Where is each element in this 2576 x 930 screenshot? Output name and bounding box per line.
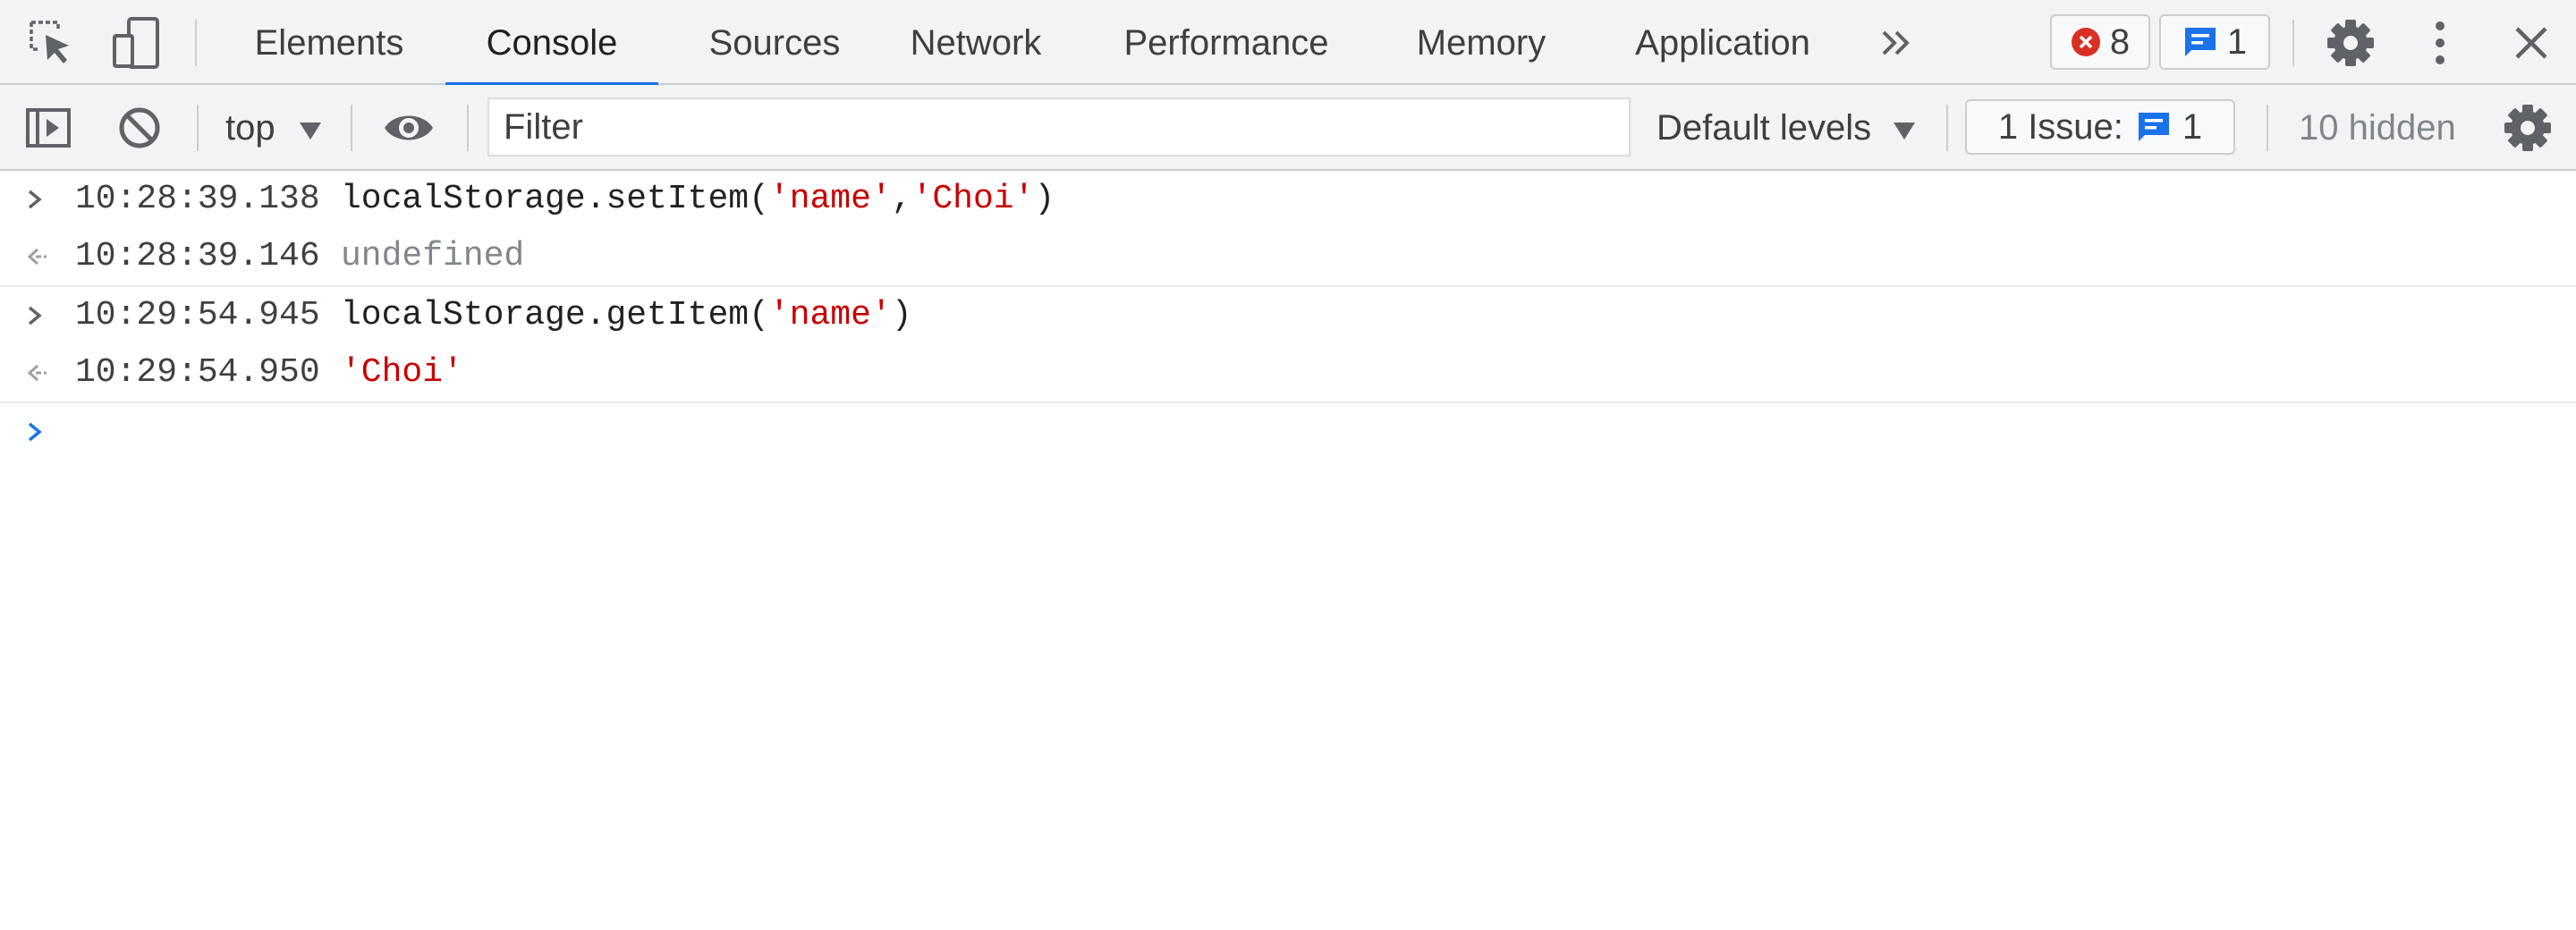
code-fragment: ): [1034, 180, 1055, 218]
error-count-badge[interactable]: 8: [2050, 14, 2150, 70]
context-label: top: [225, 108, 275, 148]
console-input-entry[interactable]: 10:28:39.138 localStorage.setItem('name'…: [0, 171, 2576, 228]
result-value: 'Choi': [341, 353, 463, 392]
show-sidebar-icon[interactable]: [21, 103, 75, 153]
panel-tab-bar: Elements Console Sources Network Perform…: [0, 0, 2576, 87]
timestamp: 10:28:39.146: [75, 237, 320, 275]
timestamp: 10:29:54.950: [75, 353, 320, 392]
input-chevron-icon: [25, 171, 52, 228]
string-literal: 'Choi': [911, 180, 1035, 218]
toolbar-divider: [195, 20, 197, 66]
console-messages: 10:28:39.138 localStorage.setItem('name'…: [0, 171, 2576, 461]
toolbar-divider: [2267, 105, 2268, 151]
console-result-entry[interactable]: 10:29:54.950 'Choi': [0, 344, 2576, 403]
toolbar-divider: [197, 105, 199, 151]
close-icon[interactable]: [2506, 18, 2556, 68]
string-literal: 'name': [768, 296, 892, 334]
message-icon: [2184, 28, 2216, 56]
console-result-entry[interactable]: 10:28:39.146 undefined: [0, 228, 2576, 287]
toolbar-divider: [351, 105, 352, 151]
result-arrow-icon: [25, 228, 52, 285]
message-icon: [2138, 113, 2169, 141]
console-settings-gear-icon[interactable]: [2501, 103, 2555, 153]
tab-performance[interactable]: Performance: [1123, 23, 1329, 63]
kebab-menu-icon[interactable]: [2415, 16, 2465, 70]
toolbar-divider: [1946, 105, 1948, 151]
prompt-chevron-icon: [25, 403, 52, 461]
console-toolbar: top Default levels 1 Issue:: [0, 85, 2576, 171]
console-prompt[interactable]: [0, 403, 2576, 461]
chevron-double-right-icon[interactable]: [1874, 21, 1919, 64]
tab-application[interactable]: Application: [1635, 23, 1810, 63]
timestamp: 10:29:54.945: [75, 296, 320, 334]
error-icon: [2071, 28, 2100, 56]
tab-elements[interactable]: Elements: [254, 23, 404, 63]
result-value: undefined: [341, 237, 525, 275]
toolbar-divider: [467, 105, 469, 151]
tab-sources[interactable]: Sources: [708, 23, 841, 63]
issues-button[interactable]: 1 Issue: 1: [1965, 99, 2235, 155]
live-expression-icon[interactable]: [379, 105, 438, 151]
code-fragment: ,: [891, 180, 912, 218]
message-count: 1: [2226, 21, 2248, 62]
tab-console[interactable]: Console: [445, 0, 658, 87]
context-selector[interactable]: top: [225, 85, 323, 171]
issues-count: 1: [2182, 106, 2203, 147]
input-chevron-icon: [25, 287, 52, 344]
inspect-element-icon[interactable]: [25, 18, 79, 68]
timestamp: 10:28:39.138: [75, 180, 320, 218]
tab-memory[interactable]: Memory: [1416, 23, 1546, 63]
log-levels-dropdown[interactable]: Default levels: [1657, 85, 1917, 171]
console-input-entry[interactable]: 10:29:54.945 localStorage.getItem('name'…: [0, 287, 2576, 344]
hidden-messages-count: 10 hidden: [2299, 108, 2456, 148]
code-fragment: localStorage.setItem(: [341, 180, 769, 218]
message-count-badge[interactable]: 1: [2159, 14, 2270, 70]
clear-console-icon[interactable]: [113, 103, 166, 153]
gear-icon[interactable]: [2324, 16, 2377, 70]
log-levels-label: Default levels: [1657, 108, 1872, 148]
error-count: 8: [2109, 21, 2131, 62]
toolbar-divider: [2292, 20, 2294, 66]
command-text: localStorage.setItem('name','Choi'): [341, 171, 1055, 228]
result-arrow-icon: [25, 344, 52, 402]
dropdown-triangle-icon: [1894, 123, 1916, 140]
filter-input[interactable]: [487, 97, 1631, 156]
code-fragment: localStorage.getItem(: [341, 296, 769, 334]
code-fragment: ): [891, 296, 912, 334]
string-literal: 'name': [768, 180, 892, 218]
command-text: localStorage.getItem('name'): [341, 287, 912, 344]
tab-network[interactable]: Network: [910, 23, 1042, 63]
issues-label: 1 Issue:: [1997, 106, 2123, 147]
device-toolbar-icon[interactable]: [109, 16, 163, 70]
dropdown-triangle-icon: [299, 123, 321, 140]
